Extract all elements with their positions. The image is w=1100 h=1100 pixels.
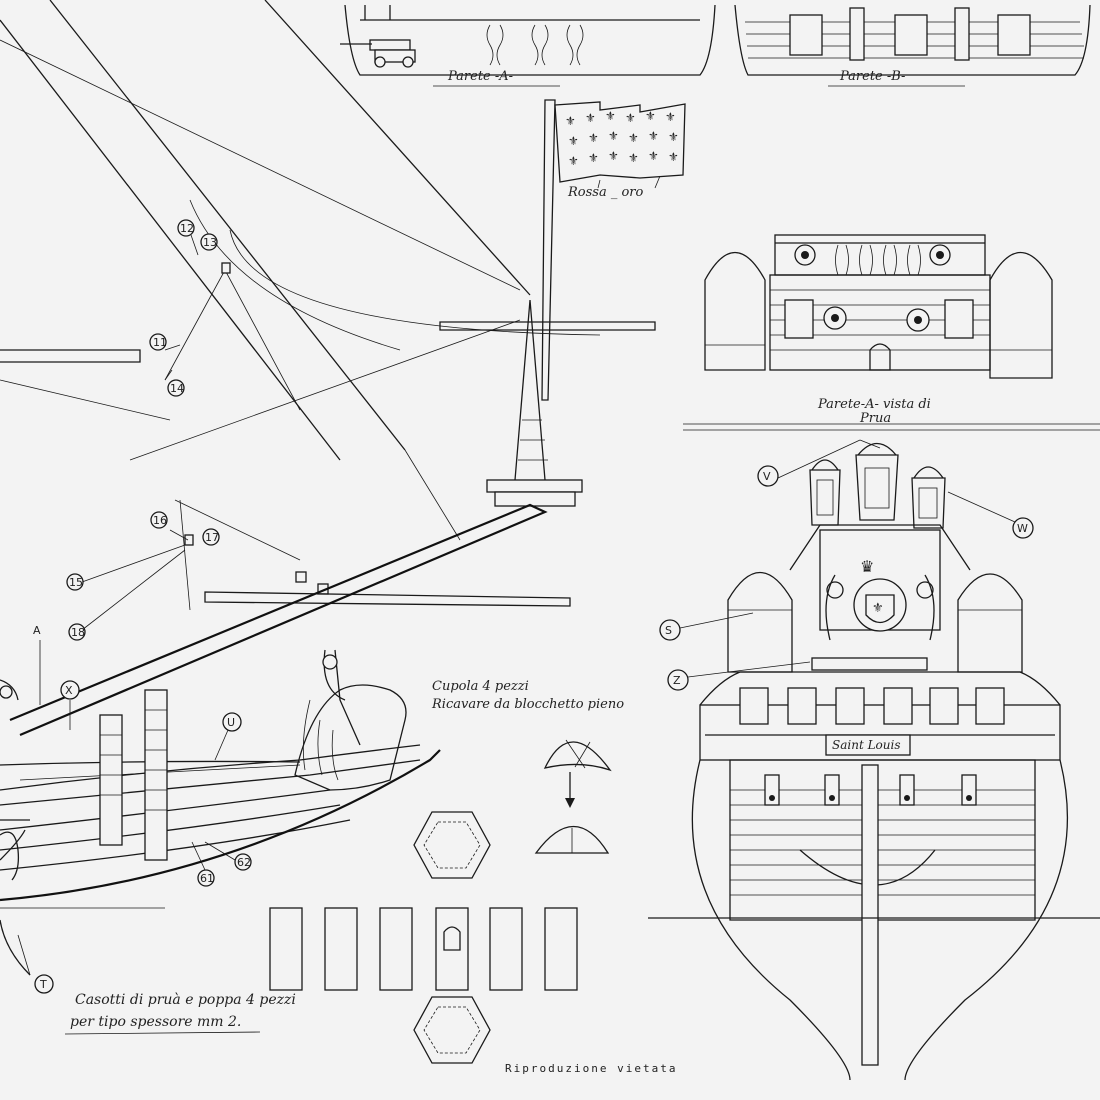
svg-text:U: U: [227, 716, 235, 729]
svg-text:⚜: ⚜: [588, 151, 599, 165]
svg-text:18: 18: [71, 626, 85, 639]
svg-text:⚜: ⚜: [585, 111, 596, 125]
casotti-pieces: [269, 811, 578, 1064]
callout-z: Z: [667, 669, 689, 691]
svg-text:⚜: ⚜: [628, 131, 639, 145]
callout-17: 17: [202, 528, 220, 546]
callout-62: 62: [234, 853, 252, 871]
svg-text:♛: ♛: [860, 557, 874, 576]
svg-text:⚜: ⚜: [565, 114, 576, 128]
svg-text:11: 11: [153, 336, 167, 349]
flag-colors-label: Rossa _ oro: [567, 185, 644, 200]
parete-a-vista-label: Parete-A- vista di: [817, 397, 931, 412]
svg-text:⚜: ⚜: [628, 151, 639, 165]
svg-text:⚜: ⚜: [608, 149, 619, 163]
callout-16: 16: [150, 511, 168, 529]
parete-a-label: Parete -A-: [447, 69, 513, 84]
parete-a-vista-label-2: Prua: [859, 411, 891, 426]
callout-x: X: [60, 680, 80, 700]
callout-11: 11: [149, 333, 167, 351]
svg-text:61: 61: [200, 872, 214, 885]
svg-text:⚜: ⚜: [648, 129, 659, 143]
svg-text:⚜: ⚜: [668, 150, 679, 164]
svg-text:T: T: [39, 978, 47, 991]
callout-a: A: [33, 624, 41, 637]
svg-text:17: 17: [205, 531, 219, 544]
stern-view: ⚜ ♛: [648, 442, 1100, 1081]
svg-text:⚜: ⚜: [568, 134, 579, 148]
svg-text:⚜: ⚜: [645, 109, 656, 123]
svg-text:⚜: ⚜: [668, 130, 679, 144]
svg-text:⚜: ⚜: [605, 109, 616, 123]
parete-a-drawing: [340, 4, 716, 76]
callout-v: V: [757, 465, 779, 487]
callout-w: W: [1012, 517, 1034, 539]
svg-text:⚜: ⚜: [608, 129, 619, 143]
svg-text:⚜: ⚜: [588, 131, 599, 145]
callout-15: 15: [66, 573, 84, 591]
footer-notice: Riproduzione vietata: [505, 1062, 677, 1075]
callout-t: T: [34, 974, 54, 994]
bowsprit-rig: [0, 99, 656, 607]
callout-14: 14: [167, 379, 185, 397]
bow-hull: [0, 503, 548, 976]
svg-text:62: 62: [237, 856, 251, 869]
callout-s: S: [659, 619, 681, 641]
svg-text:16: 16: [153, 514, 167, 527]
svg-text:⚜: ⚜: [568, 154, 579, 168]
callout-13: 13: [200, 233, 218, 251]
cupola-pieces: [534, 739, 612, 854]
svg-text:S: S: [665, 624, 672, 637]
svg-text:X: X: [65, 684, 73, 697]
svg-text:⚜: ⚜: [872, 601, 884, 616]
parete-a-bow-view: [704, 234, 1053, 379]
svg-text:⚜: ⚜: [648, 149, 659, 163]
callout-61: 61: [197, 869, 215, 887]
svg-text:15: 15: [69, 576, 83, 589]
flag-fleur-de-lis: ⚜ ⚜ ⚜ ⚜ ⚜ ⚜ ⚜ ⚜ ⚜ ⚜ ⚜ ⚜ ⚜ ⚜ ⚜ ⚜ ⚜ ⚜: [554, 101, 686, 183]
rigging: [0, 0, 601, 611]
cupola-label: Cupola 4 pezzi: [432, 679, 529, 694]
parete-b-drawing: [734, 4, 1091, 76]
svg-text:⚜: ⚜: [665, 110, 676, 124]
svg-text:W: W: [1017, 522, 1028, 535]
callout-12: 12: [177, 219, 195, 237]
stern-nameplate: Saint Louis: [832, 738, 901, 752]
svg-text:12: 12: [180, 222, 194, 235]
svg-text:V: V: [763, 470, 771, 483]
casotti-label: Casotti di pruà e poppa 4 pezzi: [75, 992, 296, 1008]
svg-text:13: 13: [203, 236, 217, 249]
svg-text:14: 14: [170, 382, 184, 395]
casotti-label-2: per tipo spessore mm 2.: [70, 1014, 241, 1030]
svg-text:⚜: ⚜: [625, 111, 636, 125]
callout-18: 18: [68, 623, 86, 641]
callout-u: U: [222, 712, 242, 732]
cupola-label-2: Ricavare da blocchetto pieno: [431, 697, 624, 712]
parete-b-label: Parete -B-: [839, 69, 905, 84]
svg-text:Z: Z: [673, 674, 681, 687]
